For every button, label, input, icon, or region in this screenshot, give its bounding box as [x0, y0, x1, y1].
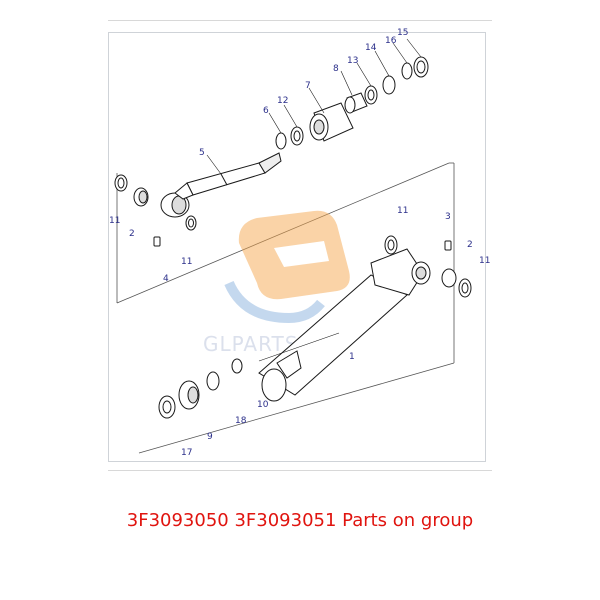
callout-2-upper: 2: [129, 229, 135, 239]
bushing-2-lower: [441, 268, 457, 288]
callout-1: 1: [349, 352, 355, 362]
callout-16: 16: [385, 36, 397, 46]
callout-18: 18: [235, 416, 247, 426]
exploded-parts-diagram: GLPARTS.CN: [108, 28, 490, 462]
callout-14: 14: [365, 43, 377, 53]
grease-fitting-4: [153, 236, 161, 247]
grease-fitting-3: [444, 240, 452, 251]
callout-7: 7: [305, 81, 311, 91]
ring-18: [206, 371, 220, 391]
o-ring-14: [382, 75, 396, 95]
callout-15: 15: [397, 28, 408, 38]
callout-11-upper-left: 11: [109, 216, 120, 226]
diagram-canvas: GLPARTS.CN: [109, 28, 490, 458]
callout-8: 8: [333, 64, 339, 74]
callout-2-lower: 2: [467, 240, 473, 250]
piston-rod-assembly: [114, 56, 429, 247]
callout-11-lower-right: 11: [479, 256, 490, 266]
callout-10: 10: [257, 400, 269, 410]
callout-11-upper-right: 11: [181, 257, 192, 267]
top-divider: [108, 20, 492, 21]
callout-11-lower-top: 11: [397, 206, 408, 216]
leader-lines: [206, 38, 422, 362]
snap-ring-6: [275, 132, 287, 150]
parts-caption: 3F3093050 3F3093051 Parts on group: [126, 510, 474, 531]
callout-5: 5: [199, 148, 205, 158]
callout-13: 13: [347, 56, 358, 66]
callout-12: 12: [277, 96, 288, 106]
backup-ring-16: [401, 62, 413, 80]
callout-4: 4: [163, 274, 169, 284]
mounting-lug: [276, 350, 302, 379]
callout-6: 6: [263, 106, 269, 116]
callout-3: 3: [445, 212, 451, 222]
callout-labels: 15 16 14 13 8 7 12 6 5 11 2 4 11 11 3 2 …: [109, 28, 490, 458]
tube-head-block: [370, 248, 424, 296]
piston-rod: [186, 162, 266, 196]
callout-17: 17: [181, 448, 192, 458]
callout-9: 9: [207, 432, 213, 442]
nut-10: [231, 358, 243, 374]
bottom-divider: [108, 470, 492, 471]
